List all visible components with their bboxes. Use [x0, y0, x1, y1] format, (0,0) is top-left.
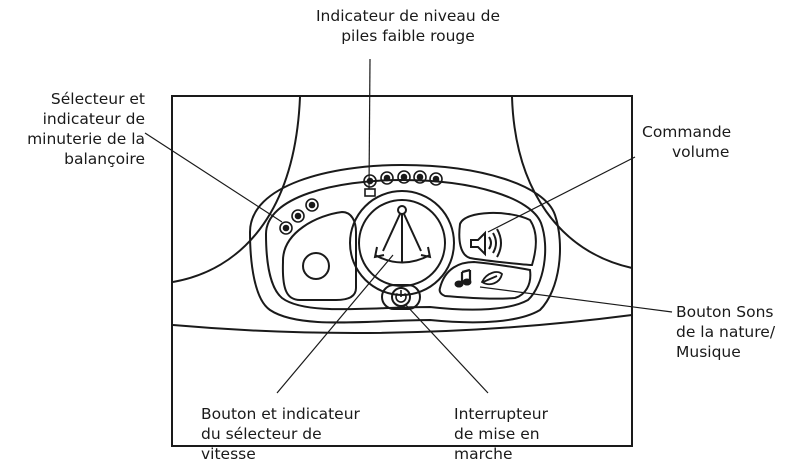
right-arc [511, 96, 633, 269]
label-nature-music-line1: Bouton Sons [676, 303, 774, 321]
label-timer-selector-line2: indicateur de [42, 110, 145, 128]
label-battery-indicator-line2: piles faible rouge [341, 27, 475, 45]
label-timer-selector-line4: balançoire [64, 150, 145, 168]
label-nature-music-line2: de la nature/ [676, 323, 776, 341]
leader-lines [144, 58, 673, 394]
speed-indicator-lights [363, 170, 443, 188]
swing-pendulum-icon [373, 205, 432, 264]
device-frame [171, 95, 633, 447]
pod-inner-outline [264, 178, 547, 311]
timer-indicator-lights [279, 198, 319, 235]
bottom-curve [172, 314, 633, 334]
label-volume-control: Commande volume [642, 122, 731, 162]
leaf-icon [480, 271, 503, 286]
label-power-switch: Interrupteur de mise en marche [454, 404, 548, 464]
volume-button[interactable] [458, 212, 537, 267]
battery-icon [364, 188, 376, 197]
label-power-switch-line2: de mise en [454, 425, 540, 443]
label-speed-selector-line2: du sélecteur de [201, 425, 322, 443]
label-speed-selector: Bouton et indicateur du sélecteur de vit… [201, 404, 360, 464]
label-volume-control-line2: volume [672, 143, 730, 161]
timer-dial-icon [302, 252, 330, 280]
label-nature-music-button: Bouton Sons de la nature/ Musique [676, 302, 775, 362]
speaker-icon [470, 228, 502, 258]
pod-outer-outline [248, 163, 561, 324]
power-switch-housing [381, 284, 421, 310]
power-icon [395, 290, 407, 303]
label-battery-indicator: Indicateur de niveau de piles faible rou… [288, 6, 528, 46]
power-switch-button[interactable] [391, 287, 411, 307]
left-arc [172, 96, 301, 283]
nature-music-button[interactable] [438, 260, 532, 300]
label-speed-selector-line3: vitesse [201, 445, 256, 463]
label-timer-selector-line1: Sélecteur et [50, 90, 145, 108]
label-timer-selector-line3: minuterie de la [27, 130, 145, 148]
note-head-1 [454, 280, 464, 288]
label-timer-selector: Sélecteur et indicateur de minuterie de … [4, 89, 145, 169]
label-nature-music-line3: Musique [676, 343, 741, 361]
label-speed-selector-line1: Bouton et indicateur [201, 405, 360, 423]
label-power-switch-line3: marche [454, 445, 513, 463]
timer-button[interactable] [281, 210, 357, 301]
speed-selector-button-outer[interactable] [349, 190, 455, 296]
note-head-2 [462, 278, 472, 286]
label-volume-control-line1: Commande [642, 123, 732, 141]
label-power-switch-line1: Interrupteur [454, 405, 548, 423]
label-battery-indicator-line1: Indicateur de niveau de [315, 7, 501, 25]
